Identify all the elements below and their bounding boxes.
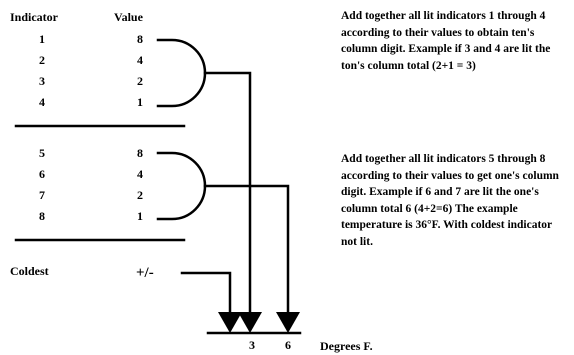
ones-explanation: Add together all lit indicators 5 throug…	[341, 153, 559, 248]
value-2: 4	[137, 53, 143, 67]
value-5: 8	[137, 146, 143, 160]
value-header: Value	[114, 10, 143, 24]
value-7: 2	[137, 188, 143, 202]
value-8: 1	[137, 209, 143, 223]
sign-wire	[180, 271, 232, 324]
ones-arrowhead	[276, 312, 300, 333]
indicator-5: 5	[39, 146, 45, 160]
indicator-7: 7	[39, 188, 45, 202]
indicator-8: 8	[39, 209, 45, 223]
indicator-header: Indicator	[10, 10, 58, 24]
ones-adder-gate	[156, 151, 207, 221]
tens-output-wire	[203, 71, 252, 324]
value-3: 2	[137, 74, 143, 88]
tens-adder-gate	[156, 38, 207, 108]
tens-digit: 3	[249, 338, 255, 352]
indicator-4: 4	[39, 95, 45, 109]
value-6: 4	[137, 167, 143, 181]
units-label: Degrees F.	[320, 339, 373, 353]
value-1: 8	[137, 32, 143, 46]
indicator-6: 6	[39, 167, 45, 181]
tens-arrowhead	[238, 312, 262, 333]
sign-arrowhead	[218, 312, 242, 333]
coldest-label: Coldest	[10, 264, 49, 278]
value-4: 1	[137, 95, 143, 109]
indicator-2: 2	[39, 53, 45, 67]
sign-label: +/-	[136, 265, 154, 281]
ones-output-wire	[203, 184, 290, 324]
ones-digit: 6	[285, 338, 291, 352]
tens-explanation: Add together all lit indicators 1 throug…	[341, 10, 551, 72]
indicator-1: 1	[39, 32, 45, 46]
indicator-3: 3	[39, 74, 45, 88]
